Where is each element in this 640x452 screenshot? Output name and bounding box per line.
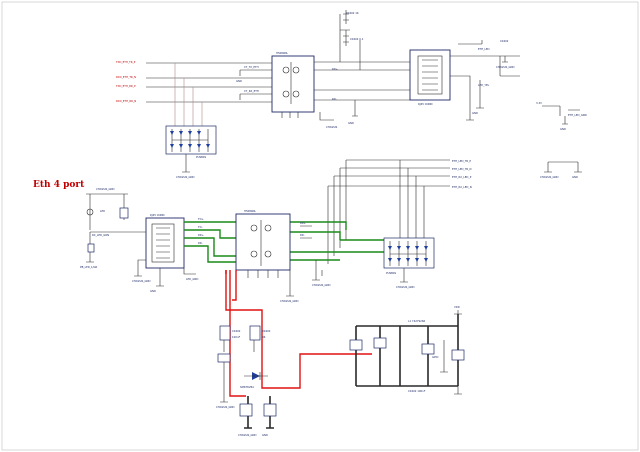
svg-text:TXD_ETH_TR_P: TXD_ETH_TR_P (116, 60, 136, 64)
svg-text:R0402 1K: R0402 1K (346, 11, 359, 15)
svg-text:100nF: 100nF (232, 335, 241, 339)
lower-circuit: ETH_LED_TR_P ETH_LED_TR_N ETH_RX_LED_P E… (80, 159, 582, 437)
upper-net-labels: TXD_ETH_TR_P RXD_ETH_TR_N TXD_ETH_RR_P R… (116, 60, 136, 103)
svg-text:PUSB4S: PUSB4S (196, 155, 207, 159)
svg-text:CHASSIS_GND: CHASSIS_GND (132, 279, 150, 283)
svg-text:C0402 0.1: C0402 0.1 (350, 37, 364, 41)
svg-text:RX_LED_GRN: RX_LED_GRN (92, 233, 109, 237)
svg-text:ETH_RX_LED_N: ETH_RX_LED_N (452, 185, 472, 189)
svg-text:CHASSIS_GND: CHASSIS_GND (496, 65, 514, 69)
svg-text:LED_GND: LED_GND (186, 277, 198, 281)
svg-text:GND: GND (348, 121, 354, 125)
svg-text:CHASSIS_GND: CHASSIS_GND (96, 187, 114, 191)
svg-text:LED: LED (100, 209, 105, 213)
rj45-lower: RJ45 CONN (145, 213, 185, 269)
svg-text:GND: GND (150, 289, 156, 293)
svg-text:GPIO: GPIO (432, 355, 438, 359)
svg-text:CT_RX_ETH: CT_RX_ETH (244, 89, 259, 93)
rj45-upper: RJ45 CONN (395, 49, 451, 106)
svg-text:RD-: RD- (300, 233, 305, 237)
svg-text:CHASSIS_GND: CHASSIS_GND (238, 433, 256, 437)
svg-text:GND: GND (560, 127, 566, 131)
svg-text:CHASSIS_GND: CHASSIS_GND (396, 285, 414, 289)
svg-text:CHASSIS_GND: CHASSIS_GND (312, 283, 330, 287)
svg-text:R0402: R0402 (262, 329, 271, 333)
svg-text:RD-: RD- (332, 97, 337, 101)
transformer-lower: H5084NL (235, 209, 291, 278)
svg-text:SM6T6V8A: SM6T6V8A (240, 385, 254, 389)
power-block-right: L1 74279266 C0402 100nF VDD GPIO (349, 305, 465, 395)
svg-text:0R: 0R (262, 335, 266, 339)
svg-text:CHASSIS: CHASSIS (326, 125, 338, 129)
svg-text:GND: GND (262, 433, 268, 437)
svg-text:RD+: RD+ (332, 67, 338, 71)
svg-text:C0402 100nF: C0402 100nF (408, 389, 426, 393)
svg-text:RJ45 CONN: RJ45 CONN (150, 213, 164, 217)
svg-text:H5084NL: H5084NL (244, 209, 256, 213)
svg-text:PUSB4S: PUSB4S (386, 271, 397, 275)
svg-text:TXD_ETH_RR_P: TXD_ETH_RR_P (116, 84, 136, 88)
upper-circuit: TXD_ETH_TR_P RXD_ETH_TR_N TXD_ETH_RR_P R… (116, 10, 587, 179)
tvs-array-upper: PUSB4S (165, 125, 217, 159)
svg-text:TD-: TD- (198, 225, 203, 229)
svg-text:CHASSIS_GND: CHASSIS_GND (540, 175, 558, 179)
svg-text:CHASSIS_GND: CHASSIS_GND (280, 299, 298, 303)
svg-text:ETH_LED_GRN: ETH_LED_GRN (568, 113, 587, 117)
svg-text:CHASSIS_GND: CHASSIS_GND (216, 405, 234, 409)
svg-text:GND: GND (236, 79, 242, 83)
svg-text:RD+: RD+ (300, 221, 306, 225)
diagram-title: Eth 4 port (33, 180, 85, 190)
diode-middle: SM6T6V8A (240, 372, 268, 389)
tvs-array-lower: PUSB4S (383, 160, 435, 275)
svg-text:RJ45 CONN: RJ45 CONN (418, 102, 432, 106)
svg-text:3.3V: 3.3V (536, 101, 542, 105)
transformer-upper: H5084NL (271, 51, 315, 118)
svg-text:LED_YEL: LED_YEL (478, 83, 490, 87)
svg-text:TD+: TD+ (198, 217, 204, 221)
svg-text:ETH_RX_LED_P: ETH_RX_LED_P (452, 175, 472, 179)
svg-text:ETH_LED_TR_N: ETH_LED_TR_N (452, 167, 472, 171)
svg-text:RD-: RD- (198, 241, 203, 245)
svg-text:RD+: RD+ (198, 233, 204, 237)
svg-text:C0402: C0402 (232, 329, 241, 333)
svg-text:CHASSIS_GND: CHASSIS_GND (176, 175, 194, 179)
svg-text:RXD_ETH_TR_N: RXD_ETH_TR_N (116, 75, 136, 79)
svg-text:C0402: C0402 (500, 39, 509, 43)
svg-text:H5084NL: H5084NL (276, 51, 288, 55)
svg-text:CT_TX_ETH: CT_TX_ETH (244, 65, 259, 69)
svg-text:GND: GND (472, 111, 478, 115)
svg-text:GND: GND (572, 175, 578, 179)
svg-text:ETH_LED_TR_P: ETH_LED_TR_P (452, 159, 472, 163)
svg-text:PB_LED_1/GR: PB_LED_1/GR (80, 265, 98, 269)
svg-text:ETH_LED: ETH_LED (478, 47, 490, 51)
svg-text:RXD_ETH_RR_N: RXD_ETH_RR_N (116, 99, 136, 103)
svg-text:L1 74279266: L1 74279266 (408, 319, 425, 323)
svg-text:VDD: VDD (454, 305, 460, 309)
